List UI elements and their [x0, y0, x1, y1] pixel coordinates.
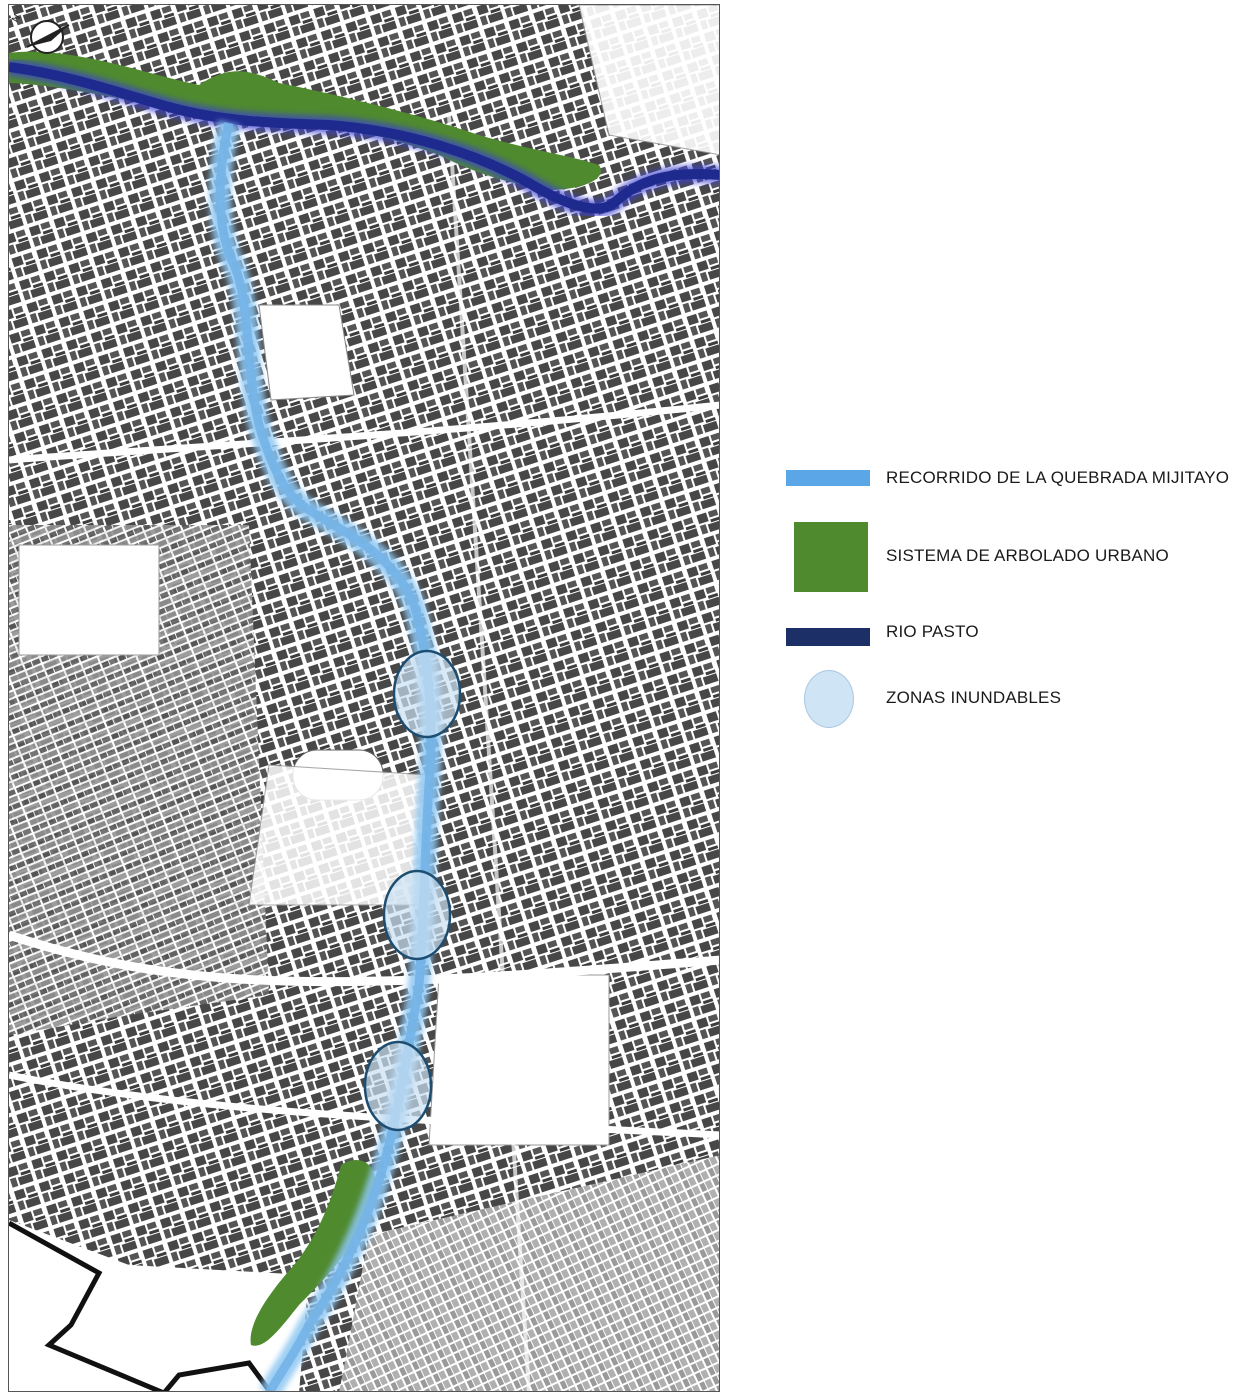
north-arrow-label: N — [10, 13, 23, 25]
map-canvas[interactable]: N — [9, 5, 720, 1392]
road — [9, 930, 719, 987]
light-blue-circle-swatch-icon — [804, 670, 854, 728]
rio-pasto — [9, 62, 719, 214]
legend-label-stream: RECORRIDO DE LA QUEBRADA MIJITAYO — [886, 468, 1230, 487]
flood-zone[interactable] — [382, 869, 452, 961]
blue-line-swatch-icon — [786, 470, 870, 486]
road — [9, 401, 719, 464]
urban-blocks-south — [339, 1155, 719, 1391]
tree-system-south — [250, 1159, 376, 1346]
road — [447, 114, 531, 1391]
legend-label-trees: SISTEMA DE ARBOLADO URBANO — [886, 546, 1169, 565]
legend-label-river: RIO PASTO — [886, 622, 979, 641]
open-space-corner — [578, 5, 719, 156]
north-arrow-icon: N — [10, 13, 70, 54]
flood-zone[interactable] — [392, 649, 462, 739]
navy-line-swatch-icon — [786, 628, 870, 646]
road — [9, 1071, 719, 1139]
open-space-park — [258, 304, 355, 401]
open-space-west — [18, 544, 160, 656]
map-frame[interactable]: N — [8, 4, 720, 1392]
municipal-boundary — [9, 1220, 273, 1391]
green-square-swatch-icon — [794, 522, 868, 592]
legend-label-flood: ZONAS INUNDABLES — [886, 688, 1062, 707]
flood-zone[interactable] — [363, 1040, 433, 1132]
